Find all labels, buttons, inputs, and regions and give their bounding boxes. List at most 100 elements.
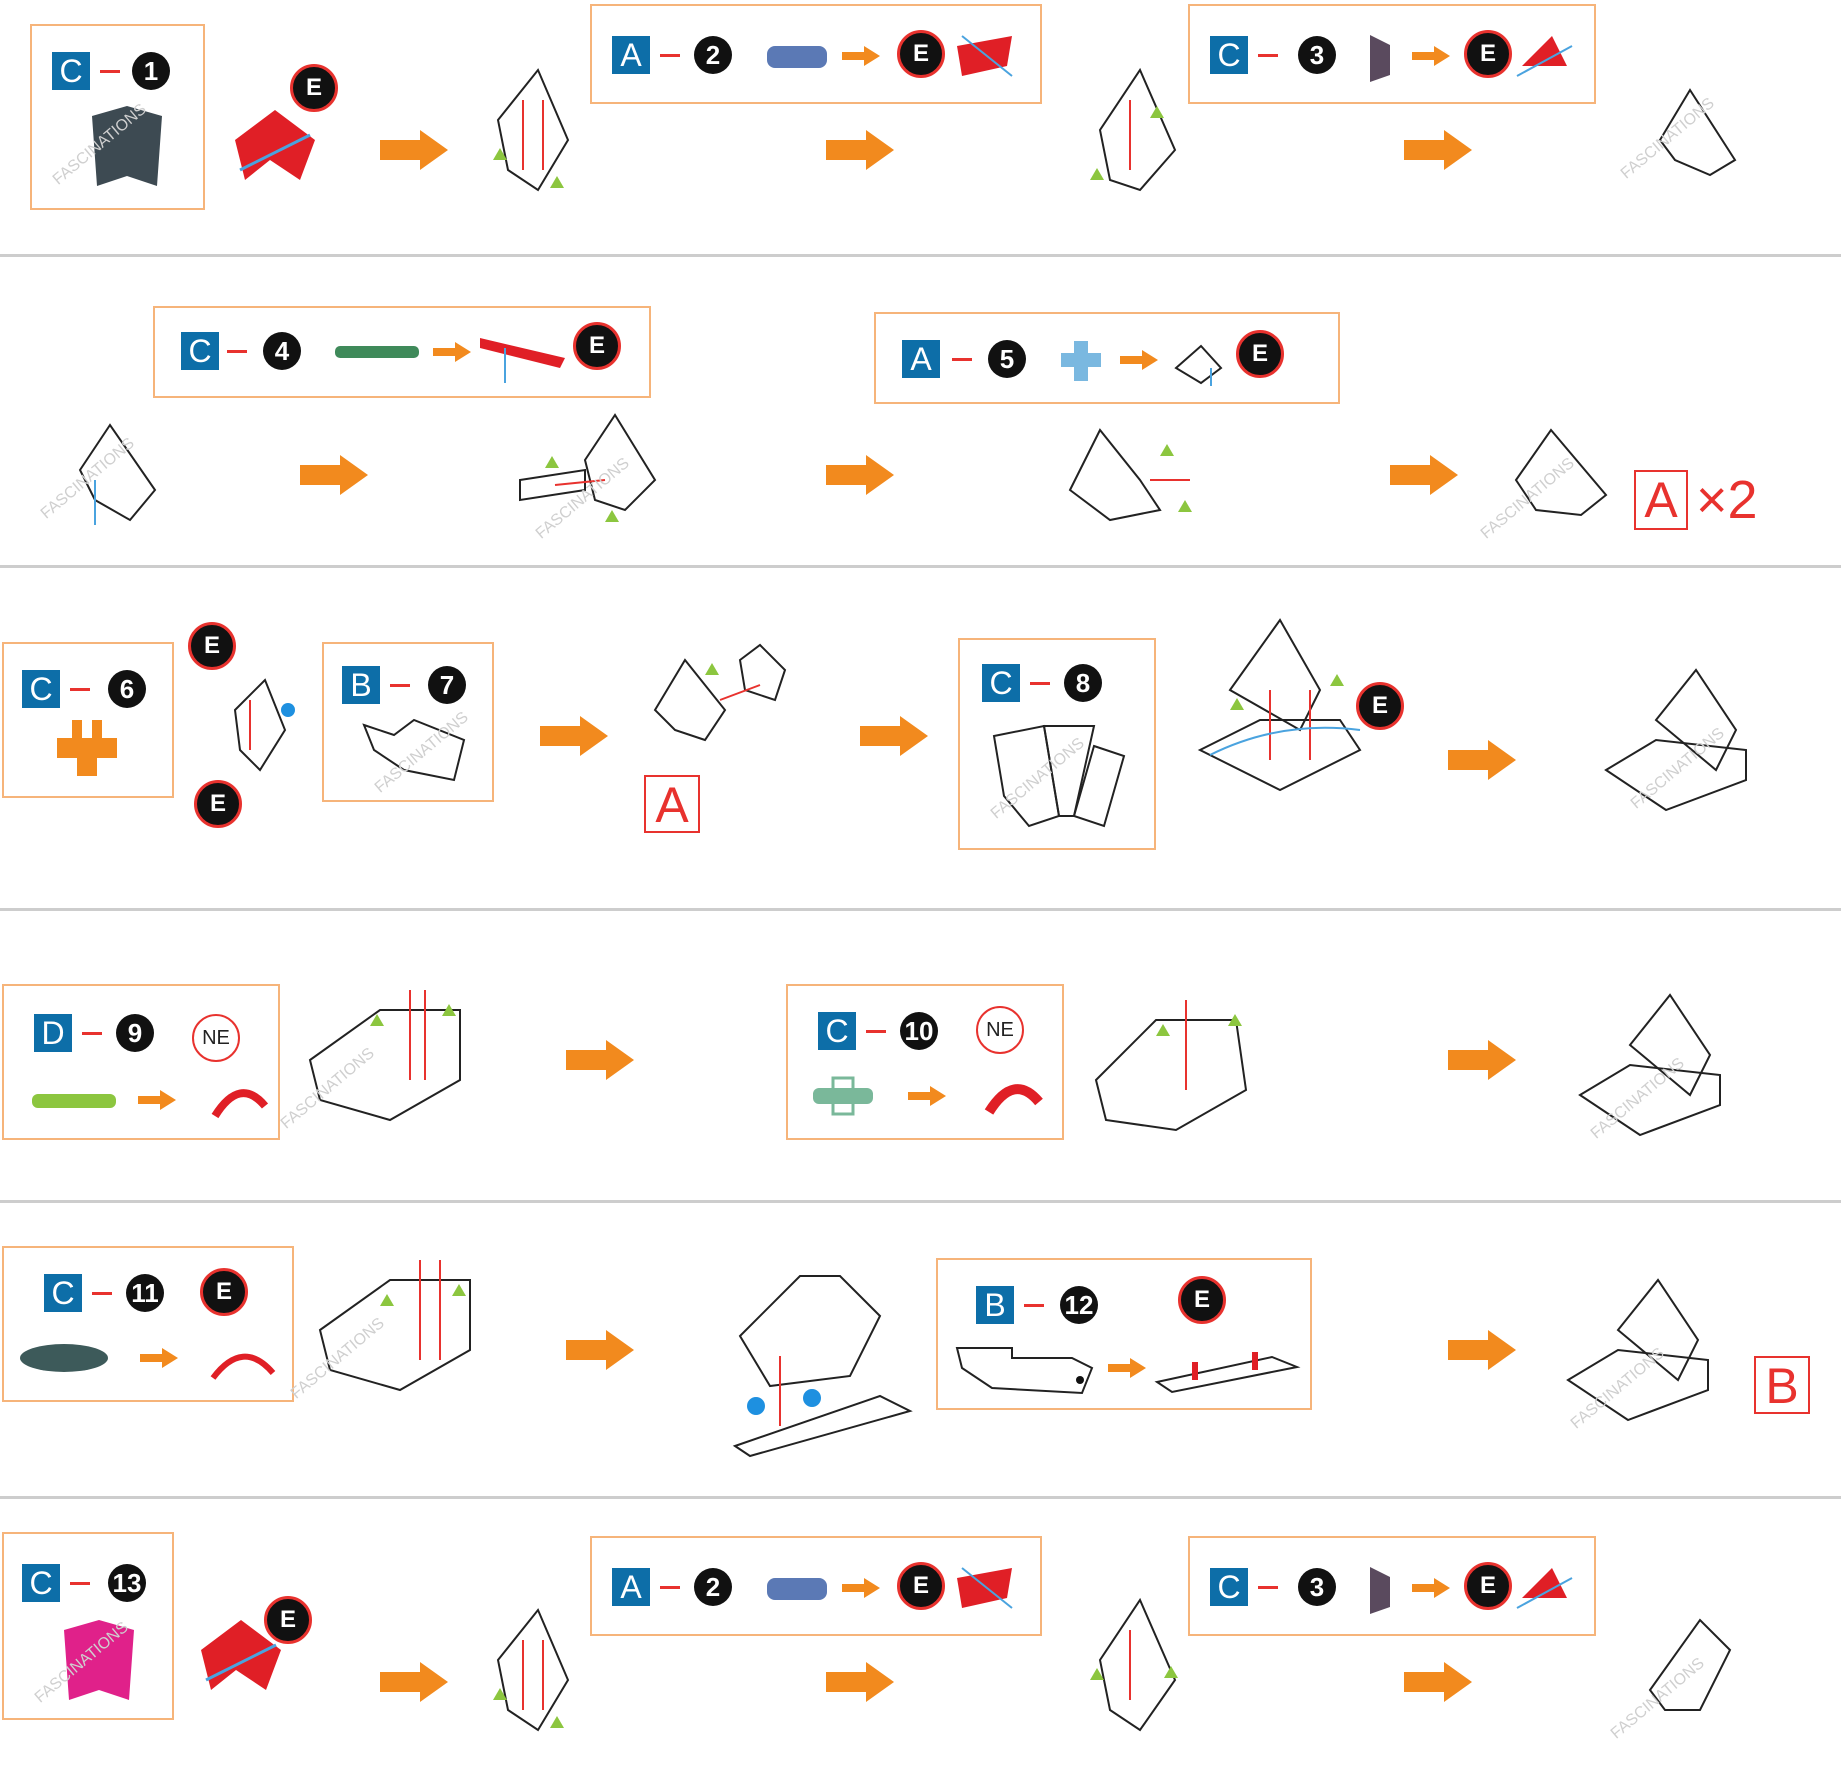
no-eject-badge: NE [192, 1014, 240, 1062]
step-3-repeat-box: C 3 E [1188, 1536, 1596, 1636]
row-separator [0, 254, 1841, 257]
part-4-folded-icon [475, 328, 575, 388]
step-number: 5 [988, 340, 1026, 378]
arrow-small-icon [908, 1086, 948, 1106]
sheet-label: C [1210, 36, 1248, 74]
arrow-small-icon [842, 46, 882, 66]
arrow-icon [826, 455, 896, 495]
row-separator [0, 908, 1841, 911]
arrow-icon [860, 716, 930, 756]
sheet-label: C [818, 1012, 856, 1050]
arrow-small-icon [1108, 1358, 1148, 1378]
arrow-icon [1448, 1330, 1518, 1370]
arrow-small-icon [433, 342, 473, 362]
part-e-badge: E [188, 622, 236, 670]
part-10-icon [808, 1076, 878, 1116]
part-11-folded-icon [208, 1338, 278, 1388]
arrow-small-icon [1412, 1578, 1452, 1598]
part-2-icon [762, 36, 832, 76]
part-10-folded-icon [984, 1072, 1044, 1122]
part-3-folded-icon [1512, 1558, 1582, 1618]
sheet-label: C [181, 332, 219, 370]
assembly-icon [220, 670, 300, 780]
dash [1258, 54, 1278, 57]
arrow-icon [540, 716, 610, 756]
arrow-icon [566, 1040, 636, 1080]
step-8-box: C 8 FASCINATIONS [958, 638, 1156, 850]
assembly-icon [488, 60, 578, 200]
step-11-box: C 11 E [2, 1246, 294, 1402]
arrow-icon [1390, 455, 1460, 495]
part-e-badge: E [573, 322, 621, 370]
step-number: 12 [1060, 1286, 1098, 1324]
subassembly-a-label: A [644, 775, 700, 833]
part-e-badge: E [1236, 330, 1284, 378]
assembly-icon [1076, 980, 1256, 1140]
part-12-icon [952, 1338, 1102, 1398]
arrow-small-icon [1120, 350, 1160, 370]
part-2-icon [762, 1568, 832, 1608]
part-e-badge: E [1464, 1562, 1512, 1610]
part-8-icon [984, 716, 1134, 836]
step-12-box: B 12 E [936, 1258, 1312, 1410]
assembly-result-icon [1570, 985, 1740, 1135]
arrow-icon [380, 1662, 450, 1702]
part-e-badge: E [290, 64, 338, 112]
arrow-small-icon [140, 1348, 180, 1368]
part-e-badge: E [1464, 30, 1512, 78]
sheet-label: C [982, 664, 1020, 702]
step-9-box: D 9 NE [2, 984, 280, 1140]
row-separator [0, 565, 1841, 568]
dash [70, 1582, 90, 1585]
assembly-icon [300, 1240, 480, 1410]
step-number: 3 [1298, 36, 1336, 74]
part-e-badge: E [1356, 682, 1404, 730]
step-2-repeat-box: A 2 E [590, 1536, 1042, 1636]
part-13-icon [44, 1620, 154, 1710]
subassembly-a-multiplier: ×2 [1696, 472, 1758, 528]
part-9-folded-icon [210, 1076, 270, 1126]
sheet-label: C [22, 670, 60, 708]
subassembly-b-label: B [1754, 1356, 1810, 1414]
part-12-folded-icon [1152, 1332, 1302, 1392]
dash [82, 1032, 102, 1035]
sheet-label: B [342, 666, 380, 704]
sheet-label: D [34, 1014, 72, 1052]
assembly-icon [1060, 420, 1210, 530]
arrow-small-icon [138, 1090, 178, 1110]
step-2-box: A 2 E [590, 4, 1042, 104]
sheet-label: A [902, 340, 940, 378]
part-11-icon [14, 1338, 114, 1378]
arrow-icon [1448, 740, 1518, 780]
step-number: 7 [428, 666, 466, 704]
assembly-icon [488, 1600, 578, 1740]
step-10-box: C 10 NE [786, 984, 1064, 1140]
part-e-badge: E [264, 1596, 312, 1644]
step-number: 10 [900, 1012, 938, 1050]
dash [390, 684, 410, 687]
arrow-icon [300, 455, 370, 495]
sheet-label: C [44, 1274, 82, 1312]
step-number: 11 [126, 1274, 164, 1312]
part-5-icon [1056, 338, 1106, 388]
arrow-icon [566, 1330, 636, 1370]
dash [227, 350, 247, 353]
part-3-folded-icon [1512, 26, 1582, 86]
part-2-folded-icon [952, 26, 1022, 86]
step-number: 2 [694, 36, 732, 74]
row-separator [0, 1200, 1841, 1203]
dash [70, 688, 90, 691]
dash [660, 54, 680, 57]
part-e-badge: E [897, 30, 945, 78]
step-number: 1 [132, 52, 170, 90]
arrow-icon [1448, 1040, 1518, 1080]
assembly-icon [1090, 60, 1190, 200]
part-4-icon [333, 338, 423, 368]
arrow-icon [1404, 1662, 1474, 1702]
part-e-badge: E [1178, 1276, 1226, 1324]
step-13-box: C 13 FASCINATIONS [2, 1532, 174, 1720]
part-2-folded-icon [952, 1558, 1022, 1618]
step-4-box: C 4 E [153, 306, 651, 398]
dash [1258, 1586, 1278, 1589]
part-3-icon [1360, 30, 1400, 85]
